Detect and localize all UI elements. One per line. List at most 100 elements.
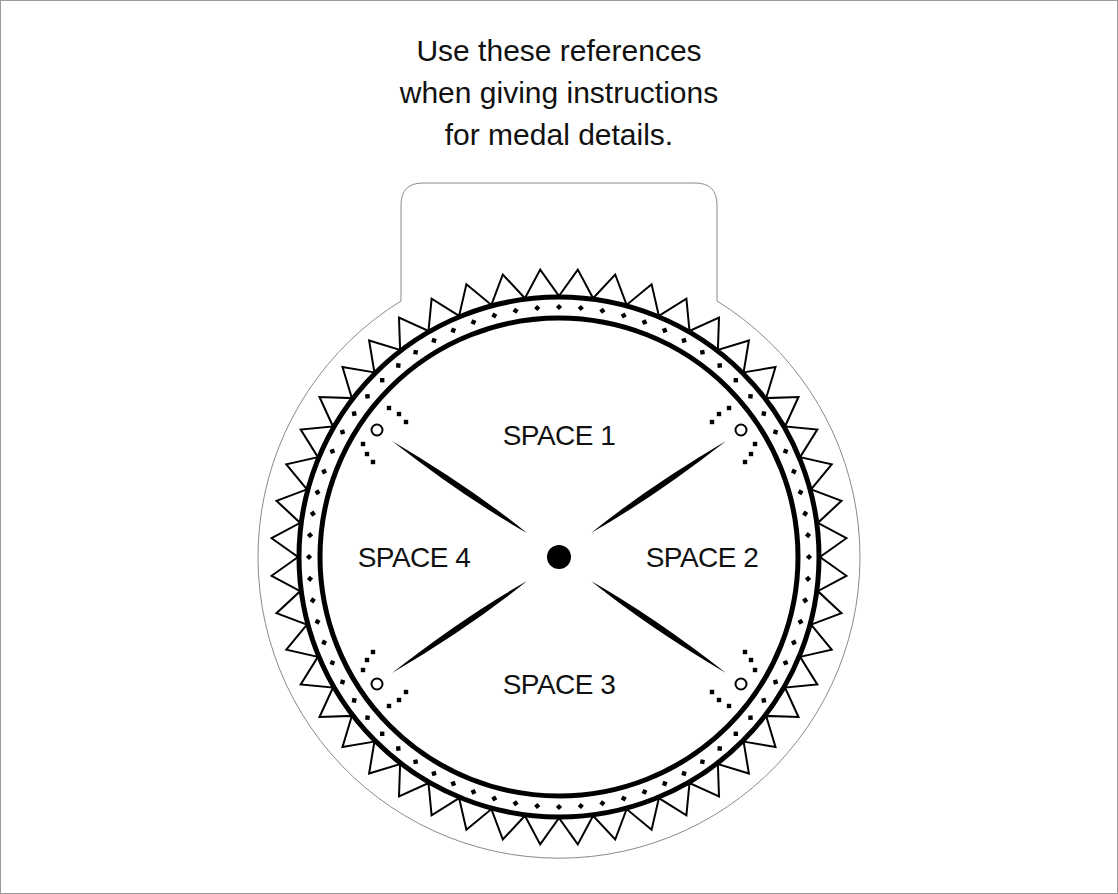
ring-dot — [431, 771, 436, 776]
ring-dot — [365, 394, 370, 399]
ring-dot — [310, 597, 316, 603]
ring-dot — [321, 469, 327, 475]
spike — [591, 441, 726, 533]
ring-dot — [642, 319, 648, 325]
ring-dot — [380, 732, 384, 736]
ring-dot — [450, 328, 456, 334]
ring-dot — [791, 640, 797, 646]
ring-dot — [396, 363, 401, 368]
ring-dot — [717, 363, 722, 368]
ring-dot — [491, 312, 497, 318]
corner-dot — [387, 704, 391, 708]
ring-dot — [314, 619, 320, 625]
ring-dot — [534, 305, 540, 311]
ring-dot — [513, 308, 519, 314]
ring-dot — [491, 795, 497, 801]
ring-dot — [340, 429, 345, 434]
corner-circle — [736, 425, 747, 436]
spike — [392, 441, 527, 533]
corner-dot — [753, 442, 757, 446]
corner-dot — [717, 412, 721, 416]
ring-dot — [748, 715, 753, 720]
corner-dot — [753, 668, 757, 672]
ring-dot — [805, 532, 811, 538]
ring-dot — [471, 319, 477, 325]
ring-dot — [396, 746, 401, 751]
diagram-title: Use these references when giving instruc… — [389, 30, 729, 156]
ring-dot — [310, 511, 316, 517]
ring-dot — [352, 698, 357, 703]
corner-dot — [404, 420, 408, 424]
ring-dot — [306, 554, 312, 560]
ring-dot — [330, 660, 336, 666]
ring-dot — [314, 489, 320, 495]
ring-dot — [450, 781, 456, 787]
center-dot — [547, 545, 571, 569]
corner-circle — [372, 425, 383, 436]
ring-dot — [307, 532, 313, 538]
ring-dot — [797, 619, 803, 625]
ring-dot — [578, 305, 584, 311]
outer-ring — [299, 297, 819, 817]
ring-dot — [352, 411, 357, 416]
corner-dot — [717, 698, 721, 702]
ring-dot — [380, 378, 384, 382]
ring-dot — [621, 795, 627, 801]
inner-ring — [320, 318, 798, 796]
ring-dot — [578, 803, 584, 809]
ring-dot — [307, 576, 313, 582]
corner-dot — [397, 698, 401, 702]
ring-dot — [681, 338, 686, 343]
ring-dot — [534, 803, 540, 809]
ring-dot — [662, 328, 668, 334]
ring-dot — [773, 429, 778, 434]
corner-dot — [371, 650, 375, 654]
corner-dot — [710, 690, 714, 694]
corner-circle — [372, 679, 383, 690]
corner-dot — [361, 668, 365, 672]
ring-dot — [413, 350, 418, 355]
corner-dot — [743, 650, 747, 654]
ring-dot — [802, 511, 808, 517]
tooth-zigzag — [272, 270, 847, 845]
corner-dot — [404, 690, 408, 694]
corner-dot — [361, 442, 365, 446]
spike — [591, 581, 726, 673]
medal-outline — [258, 183, 860, 858]
corner-dot — [387, 406, 391, 410]
ring-dot — [513, 800, 519, 806]
corner-dot — [365, 658, 369, 662]
corner-dot — [365, 452, 369, 456]
ring-dot — [556, 304, 562, 310]
corner-dot — [749, 658, 753, 662]
ring-dot — [700, 759, 705, 764]
ring-dot — [761, 698, 766, 703]
spike — [392, 581, 527, 673]
ring-dot — [413, 759, 418, 764]
dot-ring — [306, 304, 812, 810]
ring-dot — [431, 338, 436, 343]
corner-dot — [743, 460, 747, 464]
ring-dot — [556, 804, 562, 810]
ring-dot — [783, 660, 789, 666]
ring-dot — [621, 312, 627, 318]
ring-dot — [806, 554, 812, 560]
ring-dot — [340, 679, 345, 684]
ring-dot — [321, 640, 327, 646]
ring-dot — [802, 597, 808, 603]
ring-dot — [748, 394, 753, 399]
ring-dot — [330, 448, 336, 454]
corner-dot — [727, 704, 731, 708]
ring-dot — [642, 789, 648, 795]
corner-dot — [749, 452, 753, 456]
ring-dot — [797, 489, 803, 495]
space-label: SPACE 2 — [646, 542, 759, 574]
ring-dot — [700, 350, 705, 355]
ring-dot — [783, 448, 789, 454]
sawtooth-ring — [272, 270, 847, 845]
ring-dot — [761, 411, 766, 416]
ring-dot — [471, 789, 477, 795]
ring-dot — [662, 781, 668, 787]
ring-dot — [734, 378, 738, 382]
ring-dot — [805, 576, 811, 582]
